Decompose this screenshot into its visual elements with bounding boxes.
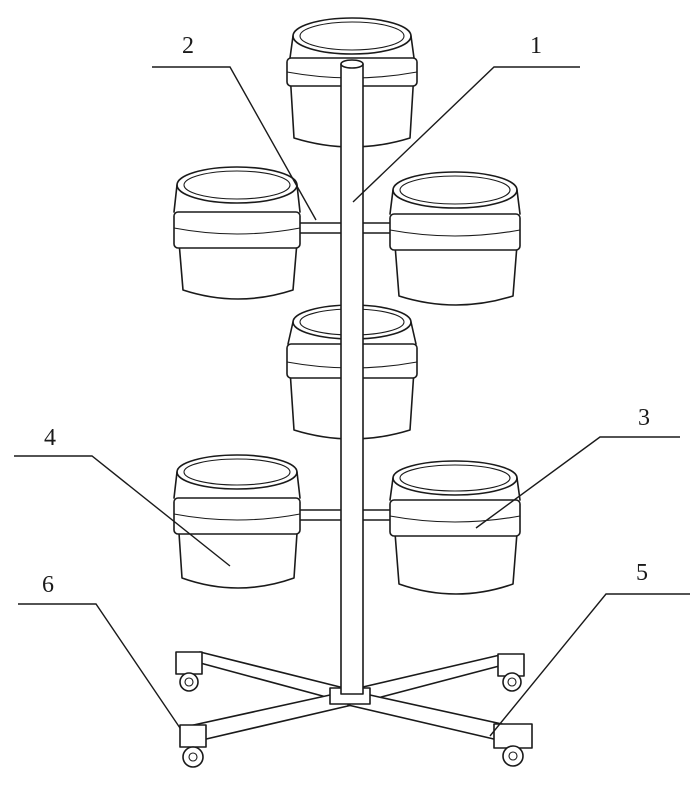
caster-wheels bbox=[179, 672, 524, 768]
callout-1: 1 bbox=[530, 33, 542, 59]
leader-4 bbox=[14, 455, 231, 567]
caster-front-right bbox=[502, 745, 524, 767]
central-pole bbox=[340, 59, 364, 695]
leader-lines bbox=[14, 66, 690, 737]
base-assembly bbox=[175, 651, 533, 749]
callout-5: 5 bbox=[636, 560, 648, 586]
pot-lower-right bbox=[389, 460, 521, 595]
pot-upper-right bbox=[389, 171, 521, 306]
base-arm-back-right bbox=[349, 654, 523, 701]
leader-6 bbox=[18, 603, 181, 729]
leader-5 bbox=[489, 593, 690, 737]
leader-1 bbox=[352, 66, 580, 203]
leader-3 bbox=[475, 436, 680, 529]
pot-lower-left bbox=[173, 454, 301, 589]
callout-labels: 1 2 3 4 5 6 bbox=[42, 33, 650, 598]
base-arm-front-right-end bbox=[493, 723, 533, 749]
callout-2: 2 bbox=[182, 33, 194, 59]
caster-back-right bbox=[502, 672, 522, 692]
base-arm-front-left-end bbox=[179, 724, 207, 748]
callout-6: 6 bbox=[42, 572, 54, 598]
pot-upper-left bbox=[173, 166, 301, 300]
callout-4: 4 bbox=[44, 425, 56, 451]
leader-2 bbox=[152, 66, 317, 221]
base-arm-back-left bbox=[177, 651, 353, 699]
base-arm-back-left-end bbox=[175, 651, 203, 675]
caster-front-left bbox=[182, 746, 204, 768]
callout-3: 3 bbox=[638, 405, 650, 431]
caster-back-left bbox=[179, 672, 199, 692]
